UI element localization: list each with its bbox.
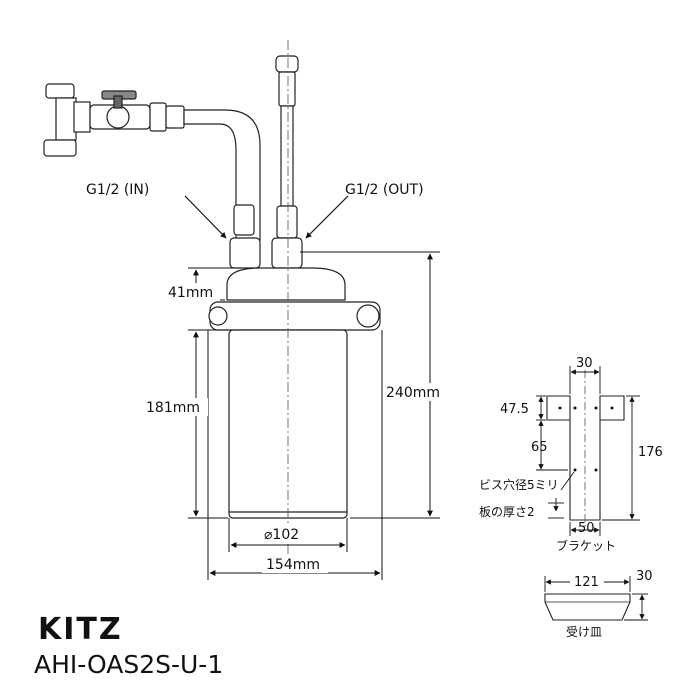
inlet-arrow — [184, 195, 227, 239]
bracket-dim-middle: 65 — [531, 440, 548, 455]
dim-width-label: 154mm — [266, 557, 320, 573]
bracket-drawing: 30 47.5 65 176 ビス穴径5ミリ 板の厚さ2 50 ブラケット — [479, 356, 663, 553]
outlet-hose — [271, 55, 303, 269]
dim-body-label: 181mm — [146, 400, 200, 416]
outlet-arrow — [305, 195, 349, 239]
dim-cap-label: 41mm — [168, 285, 213, 301]
filter-cap — [208, 267, 381, 331]
bracket-dim-upper: 47.5 — [500, 402, 529, 417]
bracket-hole-note: ビス穴径5ミリ — [479, 477, 559, 492]
dimension-lines — [188, 251, 440, 580]
model-number: AHI-OAS2S-U-1 — [34, 650, 224, 679]
outlet-label: G1/2 (OUT) — [345, 182, 424, 198]
bracket-caption: ブラケット — [556, 538, 616, 553]
bracket-dim-top-width: 30 — [576, 356, 593, 371]
dim-inner-dia-label: ⌀102 — [264, 527, 299, 543]
bracket-dim-bottom-width: 50 — [578, 521, 595, 536]
valve-assembly — [43, 83, 261, 241]
bracket-thickness-note: 板の厚さ2 — [479, 505, 535, 519]
inlet-label: G1/2 (IN) — [86, 182, 149, 198]
tray-dim-width: 121 — [574, 575, 599, 590]
tray-caption: 受け皿 — [566, 625, 602, 639]
brand-logo: KITZ — [38, 612, 123, 647]
tray-drawing: 121 30 受け皿 — [544, 569, 653, 639]
bracket-dim-height: 176 — [638, 445, 663, 460]
inlet-hose — [229, 204, 261, 269]
dim-total-label: 240mm — [386, 385, 440, 401]
tray-dim-height: 30 — [636, 569, 653, 584]
